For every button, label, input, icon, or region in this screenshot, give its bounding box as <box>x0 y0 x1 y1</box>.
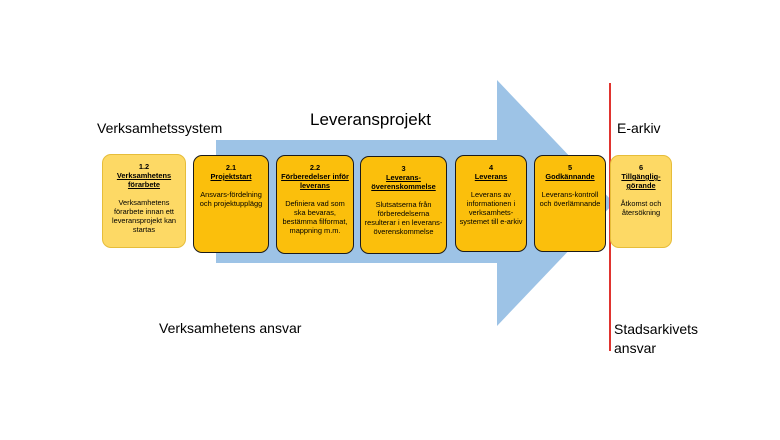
step-box-1-2: 1.2 Verksamhetens förarbete Verksamheten… <box>102 154 186 248</box>
business-responsibility-label: Verksamhetens ansvar <box>159 320 302 336</box>
step-box-6: 6 Tillgänglig-görande Åtkomst och återsö… <box>610 155 672 248</box>
step-number: 6 <box>638 163 644 172</box>
step-number: 5 <box>567 163 573 172</box>
step-description: Definiera vad som ska bevaras, bestämma … <box>282 199 348 235</box>
step-description: Slutsatserna från förberedelserna result… <box>364 200 443 236</box>
step-box-2-1: 2.1 Projektstart Ansvars-fördelning och … <box>193 155 269 253</box>
step-box-2-2: 2.2 Förberedelser inför leverans Definie… <box>276 155 354 254</box>
step-number: 1.2 <box>138 162 150 171</box>
system-label: Verksamhetssystem <box>97 120 223 136</box>
responsibility-divider <box>609 83 611 351</box>
step-number: 4 <box>488 163 494 172</box>
step-number: 2.2 <box>309 163 321 172</box>
step-description: Leverans av informationen i verksamhets-… <box>459 190 523 226</box>
step-number: 2.1 <box>225 163 237 172</box>
step-description: Verksamhetens förarbete innan ett levera… <box>111 198 177 234</box>
step-box-3: 3 Leverans-överenskommelse Slutsatserna … <box>360 156 447 254</box>
step-title: Leverans <box>474 172 508 181</box>
step-title: Projektstart <box>210 172 252 181</box>
step-number: 3 <box>401 164 406 173</box>
step-title: Verksamhetens förarbete <box>116 171 172 189</box>
step-box-4: 4 Leverans Leverans av informationen i v… <box>455 155 527 252</box>
step-title: Godkännande <box>545 172 595 181</box>
step-title: Leverans-överenskommelse <box>371 173 436 191</box>
project-title: Leveransprojekt <box>310 110 431 129</box>
step-box-5: 5 Godkännande Leverans-kontroll och över… <box>534 155 606 252</box>
step-description: Ansvars-fördelning och projektupplägg <box>199 190 263 208</box>
step-title: Förberedelser inför leverans <box>281 172 349 190</box>
archive-responsibility-label: Stadsarkivets ansvar <box>614 321 699 356</box>
archive-label: E-arkiv <box>617 120 661 136</box>
step-title: Tillgänglig-görande <box>621 172 661 190</box>
step-description: Åtkomst och återsökning <box>620 199 662 217</box>
step-description: Leverans-kontroll och överlämnande <box>539 190 601 208</box>
